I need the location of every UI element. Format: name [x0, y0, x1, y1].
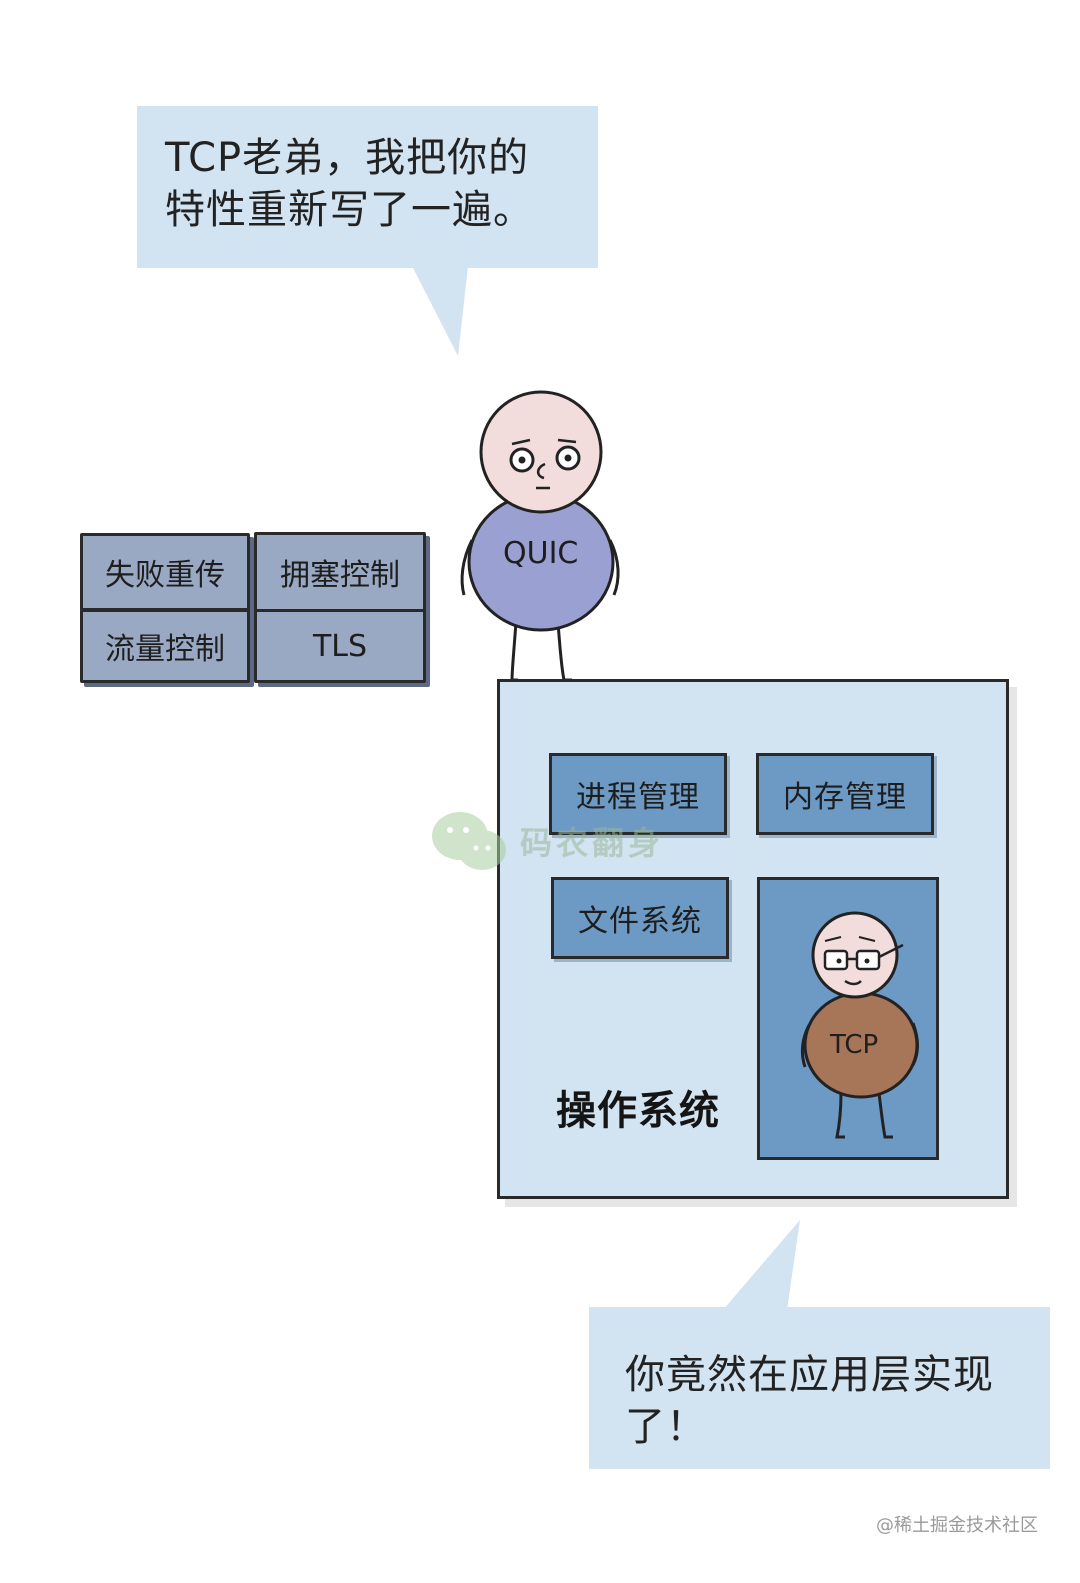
feature-label: 流量控制 — [105, 632, 225, 667]
speech-bottom-line1: 你竟然在应用层实现 — [625, 1352, 994, 1398]
watermark-text: 码农翻身 — [520, 824, 665, 862]
os-item-file-system: 文件系统 — [551, 877, 729, 959]
feature-label: 失败重传 — [105, 558, 225, 593]
os-item-memory-management: 内存管理 — [756, 753, 934, 835]
watermark: 码农翻身 — [430, 808, 664, 874]
quic-character — [460, 390, 620, 682]
wechat-icon — [432, 812, 506, 870]
feature-label: 拥塞控制 — [280, 558, 400, 593]
speech-bubble-bottom: 你竟然在应用层实现 了！ — [589, 1307, 1050, 1469]
speech-bottom-line2: 了！ — [625, 1404, 707, 1450]
tcp-character — [800, 911, 919, 1139]
feature-block-congestion-control: 拥塞控制 — [254, 532, 426, 612]
feature-block-retransmission: 失败重传 — [80, 533, 250, 611]
os-item-label: 文件系统 — [578, 904, 702, 939]
os-item-process-management: 进程管理 — [549, 753, 727, 835]
speech-top-line2: 特性重新写了一遍。 — [165, 187, 534, 233]
tcp-label: TCP — [830, 1030, 879, 1060]
quic-label: QUIC — [503, 536, 579, 571]
feature-label: TLS — [312, 628, 368, 664]
os-item-label: 进程管理 — [576, 780, 700, 815]
speech-top-line1: TCP老弟，我把你的 — [165, 135, 530, 181]
os-item-label: 内存管理 — [783, 780, 907, 815]
speech-bubble-top: TCP老弟，我把你的 特性重新写了一遍。 — [137, 106, 598, 268]
feature-block-tls: TLS — [254, 609, 426, 683]
operating-system-label: 操作系统 — [556, 1088, 720, 1134]
footer-credit: @稀土掘金技术社区 — [876, 1515, 1038, 1536]
feature-block-flow-control: 流量控制 — [80, 609, 250, 683]
speech-bubble-top-tail — [412, 266, 468, 356]
speech-bubble-bottom-tail — [723, 1220, 800, 1310]
